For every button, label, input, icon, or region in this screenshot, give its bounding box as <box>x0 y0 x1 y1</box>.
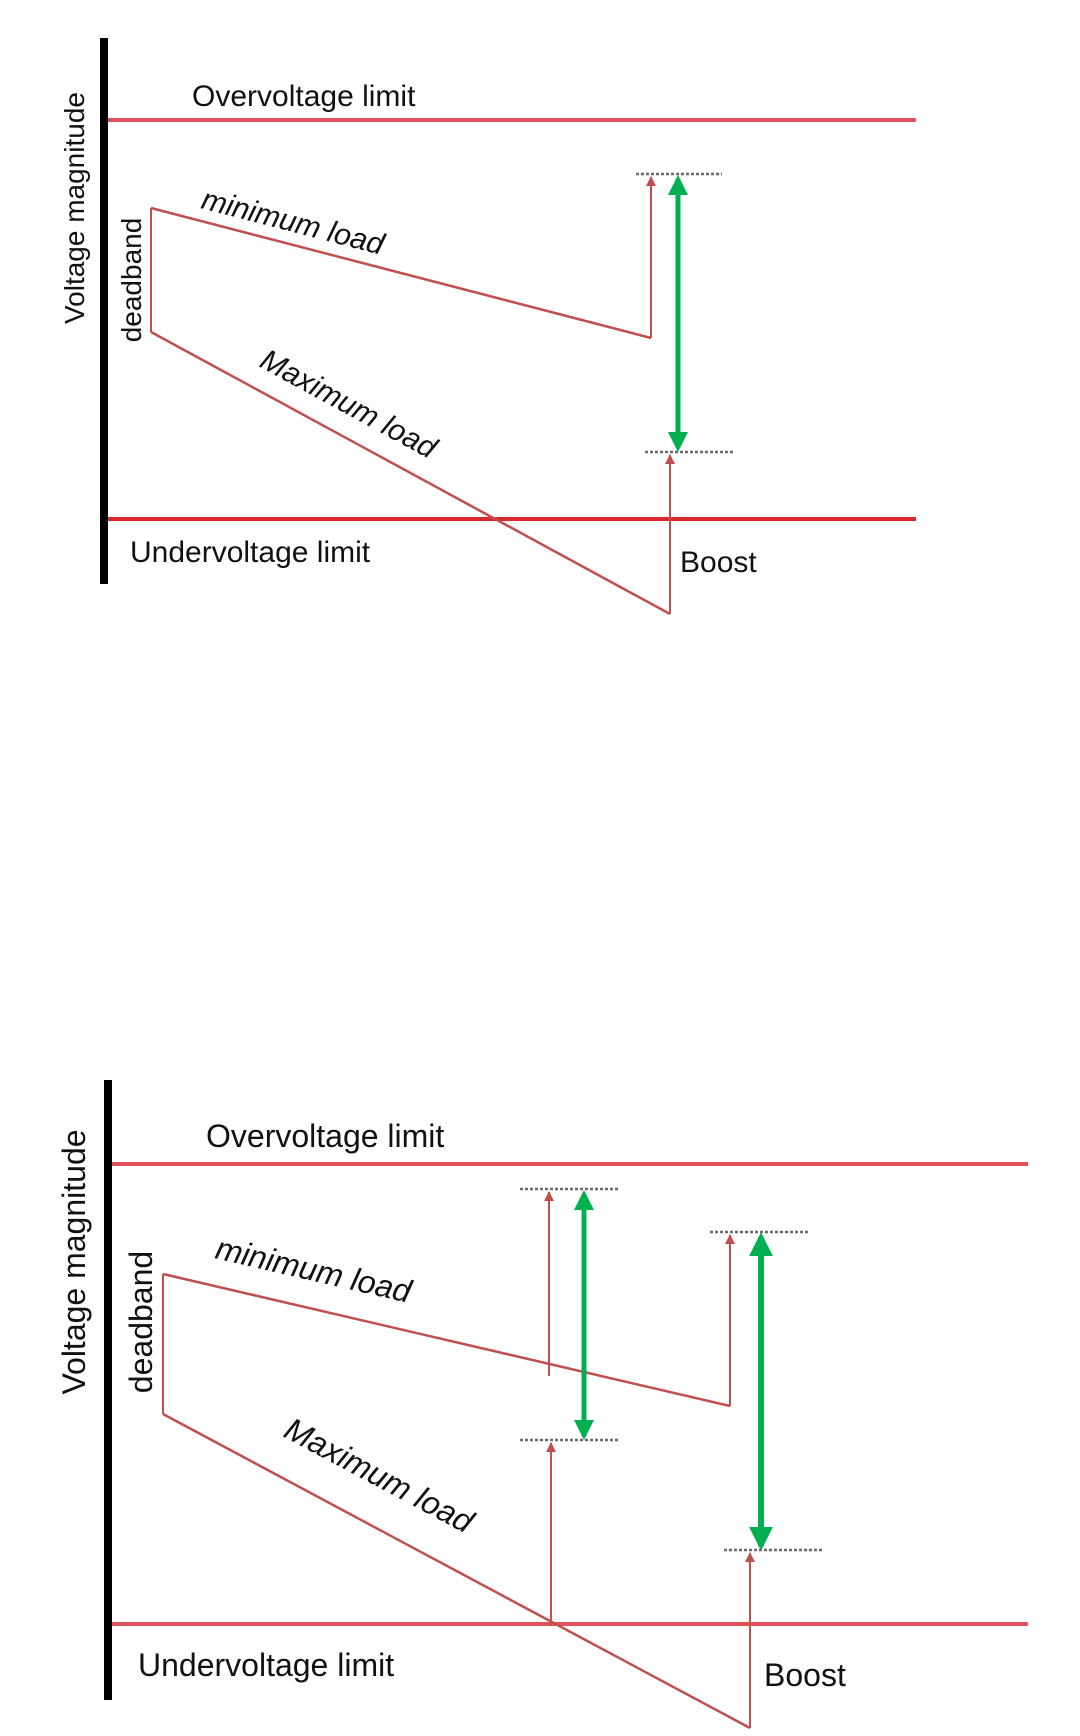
y-axis-label: Voltage magnitude <box>56 1129 92 1394</box>
undervoltage-limit-label: Undervoltage limit <box>138 1647 394 1683</box>
maximum-load-label: Maximum load <box>279 1410 481 1540</box>
minimum-load-label: minimum load <box>212 1230 415 1310</box>
maximum-load-line <box>150 330 671 616</box>
deadband-label: deadband <box>123 1251 159 1393</box>
overvoltage-limit-label: Overvoltage limit <box>206 1118 444 1154</box>
undervoltage-limit-label: Undervoltage limit <box>130 536 371 569</box>
diagram-double-boost: Voltage magnitude deadband Overvoltage l… <box>56 1080 1028 1730</box>
boost-label: Boost <box>680 546 757 579</box>
minimum-load-label: minimum load <box>198 183 388 262</box>
overvoltage-limit-label: Overvoltage limit <box>192 80 416 113</box>
deadband-label: deadband <box>116 218 147 343</box>
boost-label: Boost <box>764 1657 846 1693</box>
maximum-load-line <box>162 1412 751 1730</box>
y-axis-label: Voltage magnitude <box>59 92 90 324</box>
minimum-load-line <box>162 1272 731 1408</box>
diagram-single-boost: Voltage magnitude deadband Overvoltage l… <box>59 38 916 616</box>
minimum-load-line <box>150 206 652 340</box>
